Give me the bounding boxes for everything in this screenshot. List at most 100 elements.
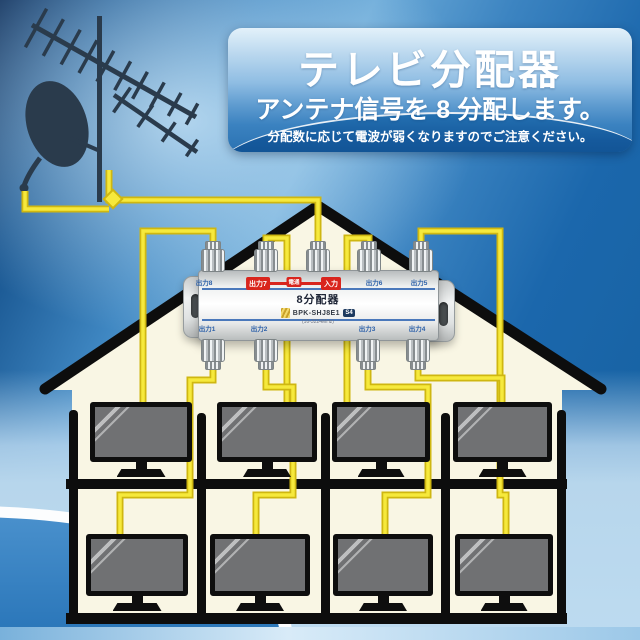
yagi-element xyxy=(59,28,82,66)
tv4-screen xyxy=(453,402,552,462)
tv8-stand-base xyxy=(480,603,528,611)
tv1-screen xyxy=(90,402,192,462)
tv7-screen xyxy=(333,534,433,596)
screen-gloss xyxy=(338,539,384,585)
port-out7 xyxy=(254,241,278,272)
splitter-body xyxy=(198,270,439,341)
wall-upper-1 xyxy=(197,413,206,483)
screen-gloss xyxy=(337,407,383,453)
device-badge: S4 xyxy=(342,309,356,317)
tv8-screen xyxy=(455,534,553,596)
port-out1-tip xyxy=(205,361,221,370)
tv1-stand-base xyxy=(116,469,166,477)
bottom-strip xyxy=(0,627,640,640)
caution-note: 分配数に応じて電波が弱くなりますのでご注意ください。 xyxy=(267,130,593,144)
antenna-mast xyxy=(97,16,102,202)
wall-right xyxy=(557,410,566,622)
tv3 xyxy=(332,402,430,477)
cable-out5-to-tv8 xyxy=(419,229,508,542)
port-out6-tip xyxy=(361,241,377,250)
device-title: 8分配器 xyxy=(296,294,340,306)
port-out2 xyxy=(254,339,278,370)
tv3-screen xyxy=(332,402,430,462)
wall-lower-2 xyxy=(321,483,330,618)
tv2-stand-neck xyxy=(261,461,273,469)
port-label-out6: 出力6 xyxy=(365,280,383,287)
port-out1 xyxy=(201,339,225,370)
product-subtitle: アンテナ信号を 8 分配します。 xyxy=(255,96,605,124)
power-pass-label: 電通 xyxy=(286,277,302,287)
tv6-stand-neck xyxy=(254,595,266,603)
tv5-screen xyxy=(86,534,188,596)
port-label-out3: 出力3 xyxy=(358,326,376,333)
tv4-stand-neck xyxy=(497,461,508,469)
tv7 xyxy=(333,534,433,611)
tv6-screen xyxy=(210,534,310,596)
yagi-elements xyxy=(23,7,200,158)
cable-out4-to-tv4 xyxy=(416,362,504,410)
mounting-hole-right xyxy=(439,302,448,326)
house-base xyxy=(66,613,567,624)
wall-upper-3 xyxy=(441,413,450,483)
tv8 xyxy=(455,534,553,611)
tv5-stand-base xyxy=(112,603,162,611)
screen-gloss xyxy=(460,539,506,585)
product-title: テレビ分配器 xyxy=(298,47,562,93)
wall-lower-1 xyxy=(197,483,206,618)
yagi-element xyxy=(112,86,132,114)
yagi-element xyxy=(148,81,166,109)
tv2-stand-base xyxy=(243,469,291,477)
wall-upper-2 xyxy=(321,413,330,483)
cable-dish-feed xyxy=(23,191,109,211)
yagi-element xyxy=(160,121,177,143)
port-out5 xyxy=(409,241,433,272)
tv7-stand-neck xyxy=(377,595,389,603)
yagi-boom-main xyxy=(30,22,198,120)
body-pinstripe-bottom xyxy=(202,319,435,321)
yagi-element xyxy=(113,60,133,92)
tv3-stand-neck xyxy=(375,461,387,469)
yagi-element xyxy=(77,39,99,74)
port-label-out7: 出力7 xyxy=(246,277,270,290)
tv6 xyxy=(210,534,310,611)
tv2 xyxy=(217,402,317,477)
tv1-stand-neck xyxy=(135,461,147,469)
yagi-element xyxy=(184,102,200,126)
tv3-stand-base xyxy=(357,469,405,477)
yagi-element xyxy=(166,92,183,117)
tv2-screen xyxy=(217,402,317,462)
yagi-element xyxy=(131,71,149,100)
floor-divider xyxy=(66,479,567,489)
satellite-dish xyxy=(25,81,89,167)
antenna-icon xyxy=(19,7,200,202)
port-out8 xyxy=(201,241,225,272)
cable-connector-node xyxy=(102,188,124,210)
port-out4-tip xyxy=(410,361,426,370)
port-label-in: 入力 xyxy=(321,277,341,290)
tv5-stand-neck xyxy=(131,595,143,603)
wall-lower-3 xyxy=(441,483,450,618)
port-out6 xyxy=(357,241,381,272)
device-frequency: (10-3224MHz) xyxy=(302,319,334,325)
port-out3-tip xyxy=(360,361,376,370)
brand-logo-icon xyxy=(280,308,290,318)
port-label-out1: 出力1 xyxy=(198,326,216,333)
port-label-out2: 出力2 xyxy=(250,326,268,333)
dish-strut xyxy=(69,136,101,153)
tv5 xyxy=(86,534,188,611)
tv1 xyxy=(90,402,192,477)
port-out7-tip xyxy=(258,241,274,250)
yagi-boom-secondary xyxy=(112,93,199,154)
yagi-element xyxy=(95,50,116,83)
port-out3 xyxy=(356,339,380,370)
port-out4 xyxy=(406,339,430,370)
screen-gloss xyxy=(222,407,268,453)
screen-gloss xyxy=(95,407,141,453)
mounting-hole-left xyxy=(191,294,200,318)
port-label-out4: 出力4 xyxy=(408,326,426,333)
tv4 xyxy=(453,402,552,477)
port-label-out8: 出力8 xyxy=(195,280,213,287)
